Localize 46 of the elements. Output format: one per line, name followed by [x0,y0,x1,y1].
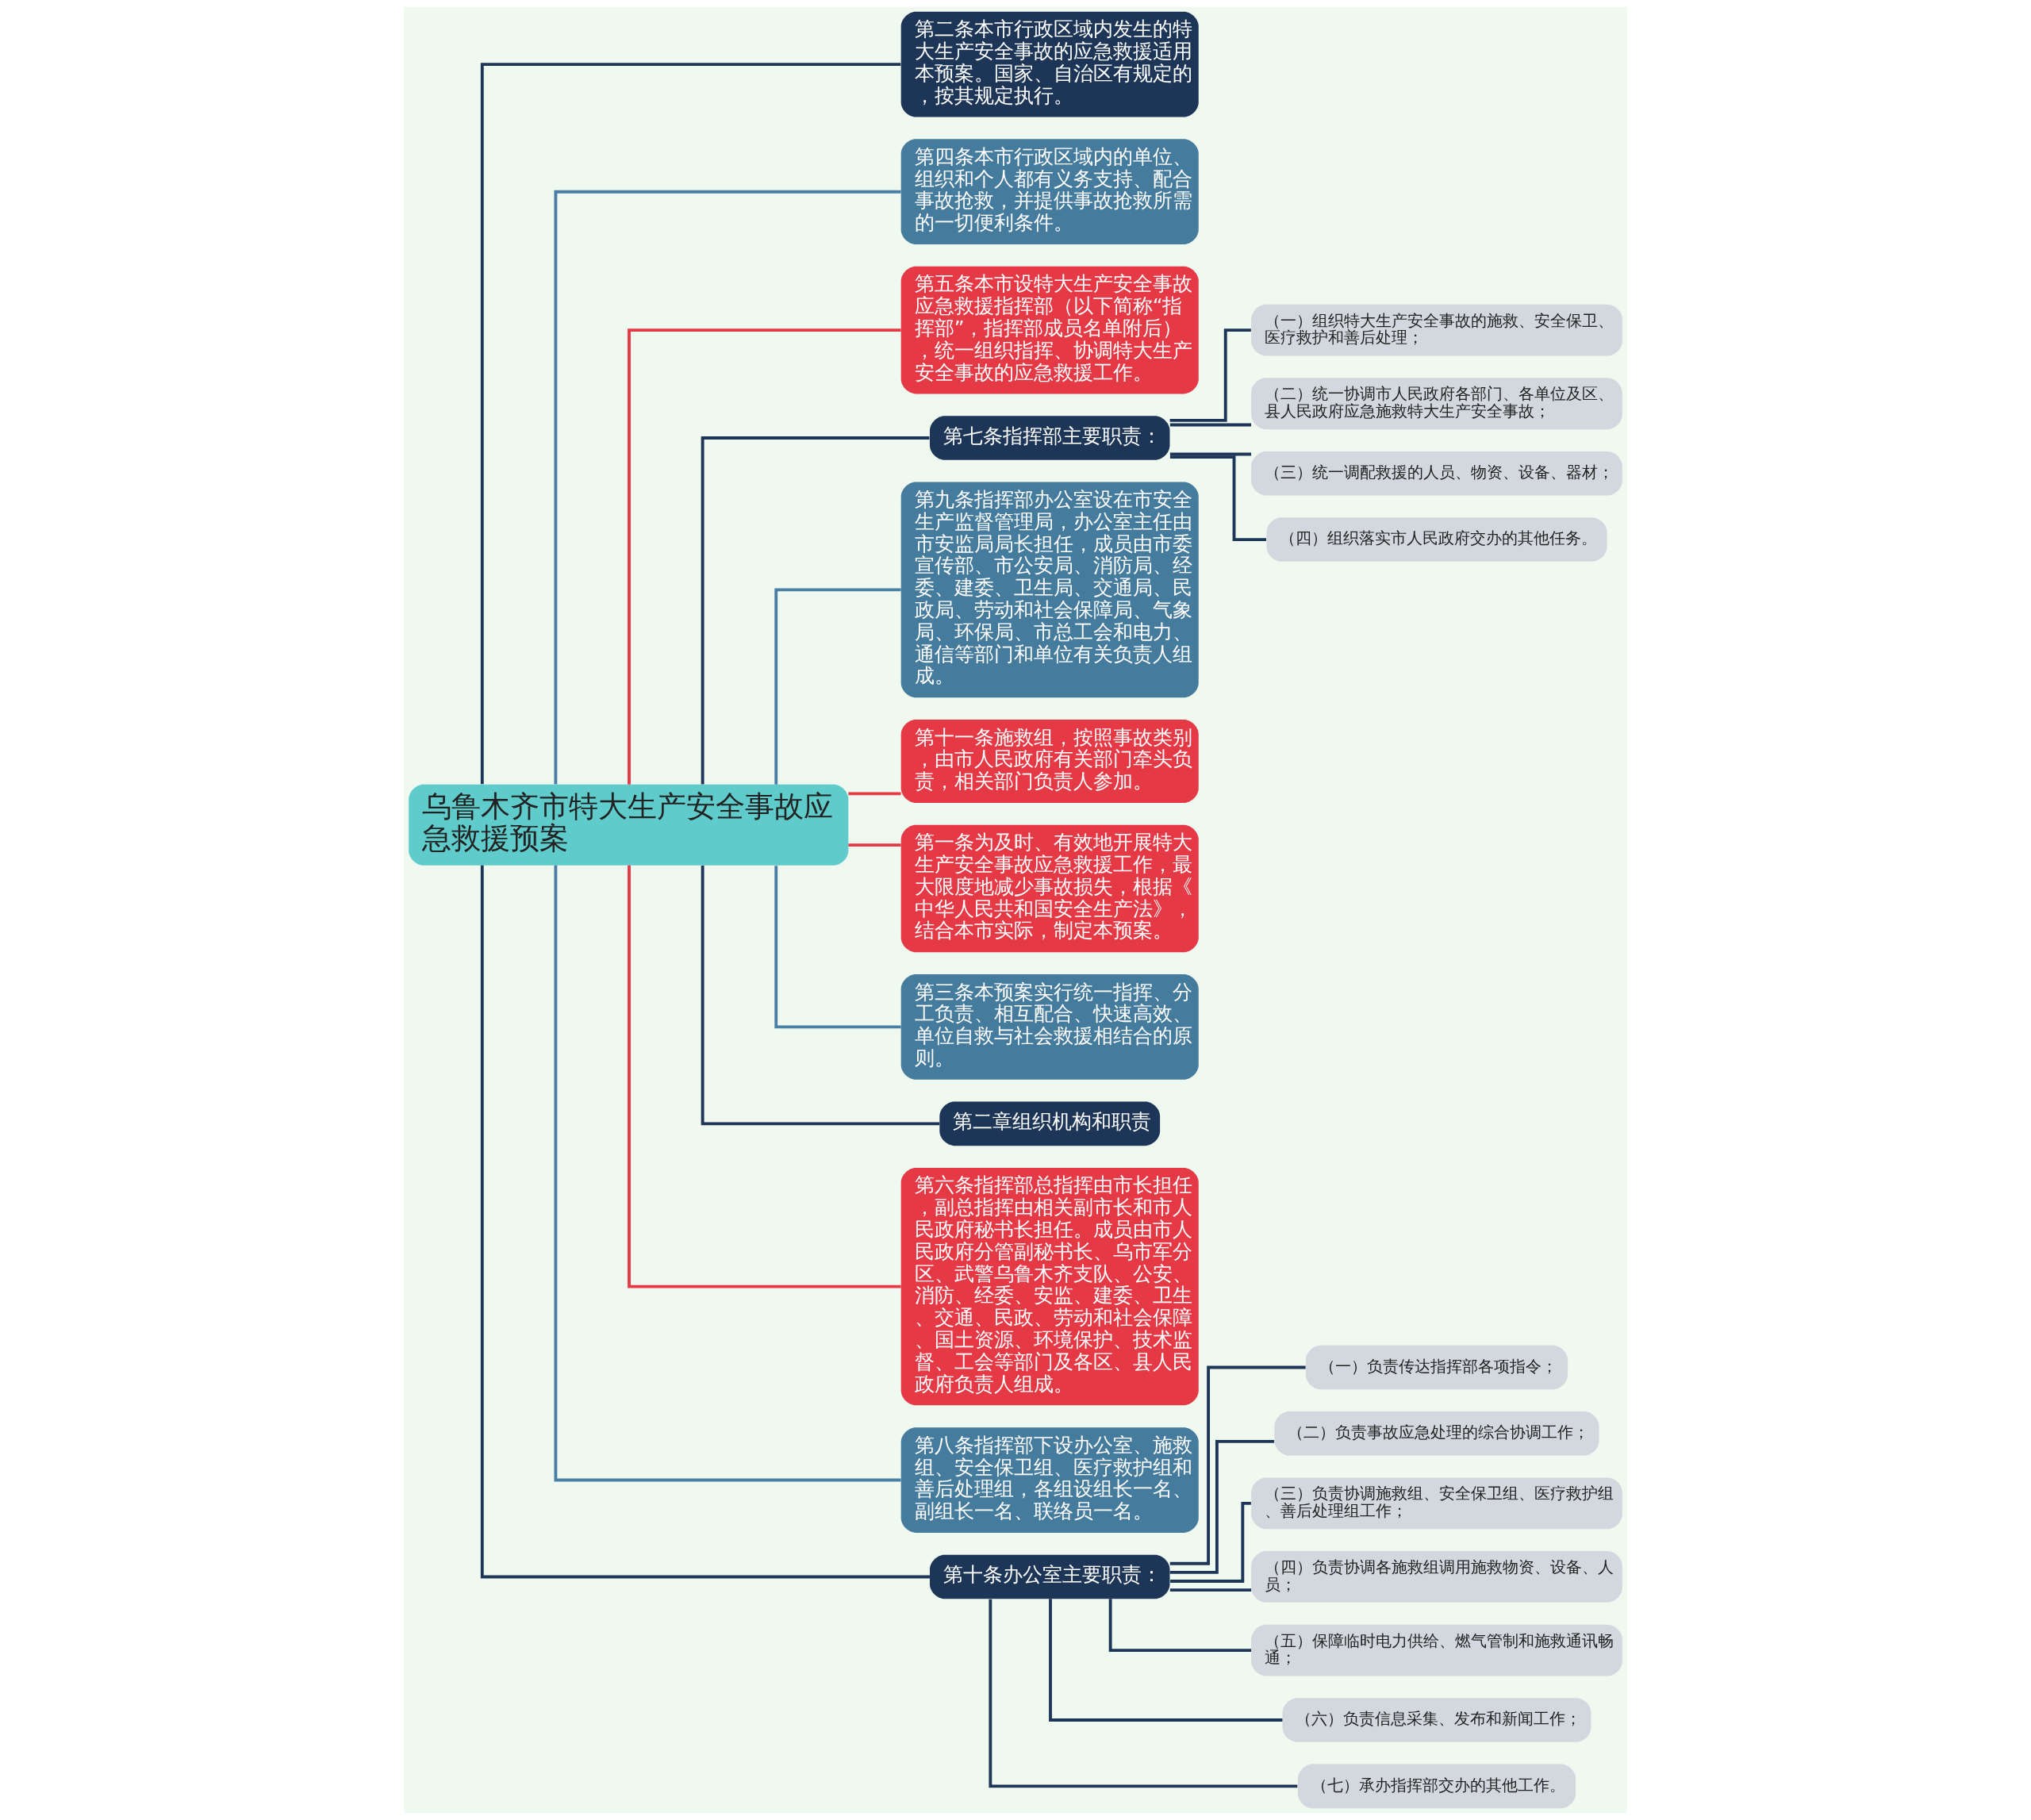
connector [774,866,901,1029]
connector [554,865,901,1482]
node-box: （二）统一协调市人民政府各部门、各单位及区、县人民政府应急施救特大生产安全事故； [1251,378,1622,430]
connector [1169,1365,1306,1565]
connector [989,1599,1298,1788]
connector [701,865,940,1126]
node-box: （二）负责事故应急处理的综合协调工作； [1274,1411,1599,1456]
connector [1169,1439,1274,1574]
connector [848,792,901,796]
node-box: （一）组织特大生产安全事故的施救、安全保卫、医疗救护和善后处理； [1251,304,1622,356]
connector [1169,452,1252,456]
connector [628,865,901,1288]
connector [480,865,930,1579]
node-box: （七）承办指挥部交办的其他工作。 [1297,1764,1576,1809]
connector [1169,1588,1252,1592]
node-box: （四）组织落实市人民政府交办的其他任务。 [1266,517,1607,562]
connector [1169,423,1252,427]
node-box: 第五条本市设特大生产安全事故应急救援指挥部（以下简称“指挥部”，指挥部成员名单附后），统一组织指挥、协调特大生产安全事故的应急救援工作。 [900,266,1199,394]
node-box: 第三条本预案实行统一指挥、分工负责、相互配合、快速高效、单位自救与社会救援相结合的原则。 [900,974,1199,1080]
connector [1169,455,1266,541]
node-box: 第二章组织机构和职责 [939,1101,1161,1146]
node-box: 第十条办公室主要职责： [929,1554,1170,1599]
node-box: 第一条为及时、有效地开展特大生产安全事故应急救援工作，最大限度地减少事故损失，根据《中华人民共和国安全生产法》，结合本市实际，制定本预案。 [900,824,1199,953]
node-box: 第八条指挥部下设办公室、施救组、安全保卫组、医疗救护组和善后处理组，各组设组长一名、副组长一名、联络员一名。 [900,1427,1199,1533]
connector [1170,1501,1251,1583]
node-box: 第二条本市行政区域内发生的特大生产安全事故的应急救援适用本预案。国家、自治区有规定的，按其规定执行。 [900,11,1199,117]
connector [701,436,930,785]
connector [628,328,901,785]
node-box: 第六条指挥部总指挥由市长担任，副总指挥由相关副市长和市人民政府秘书长担任。成员由市人民政府分管副秘书长、乌市军分区、武警乌鲁木齐支队、公安、消防、经委、安监、建委、卫生、交通、民政、劳动和社会保障、国土资源、环境保护、技术监督、工会等部门及各区、县人民政府负责人组成。 [900,1167,1199,1406]
node-box: （四）负责协调各施救组调用施救物资、设备、人员； [1251,1551,1622,1603]
node-box: （五）保障临时电力供给、燃气管制和施救通讯畅通； [1251,1624,1622,1676]
node-box: 第七条指挥部主要职责： [929,416,1170,460]
connector [848,843,901,847]
node-box: 乌鲁木齐市特大生产安全事故应急救援预案 [409,784,849,866]
node-box: （三）统一调配救援的人员、物资、设备、器材； [1251,451,1622,496]
node-box: 第四条本市行政区域内的单位、组织和个人都有义务支持、配合事故抢救，并提供事故抢救所需的一切便利条件。 [900,139,1199,245]
node-box: （六）负责信息采集、发布和新闻工作； [1282,1698,1591,1742]
connector [774,588,901,785]
connector [554,190,901,785]
connector [480,63,901,785]
node-box: （一）负责传达指挥部各项指令； [1305,1345,1568,1390]
node-box: （三）负责协调施救组、安全保卫组、医疗救护组、善后处理组工作； [1251,1477,1622,1530]
node-box: 第十一条施救组，按照事故类别，由市人民政府有关部门牵头负责，相关部门负责人参加。 [900,720,1199,803]
node-box: 第九条指挥部办公室设在市安全生产监督管理局，办公室主任由市安监局局长担任，成员由市委宣传部、市公安局、消防局、经委、建委、卫生局、交通局、民政局、劳动和社会保障局、气象局、环保局、市总工会和电力、通信等部门和单位有关负责人组成。 [900,482,1199,698]
connector [1049,1599,1283,1722]
connector [1108,1599,1252,1652]
